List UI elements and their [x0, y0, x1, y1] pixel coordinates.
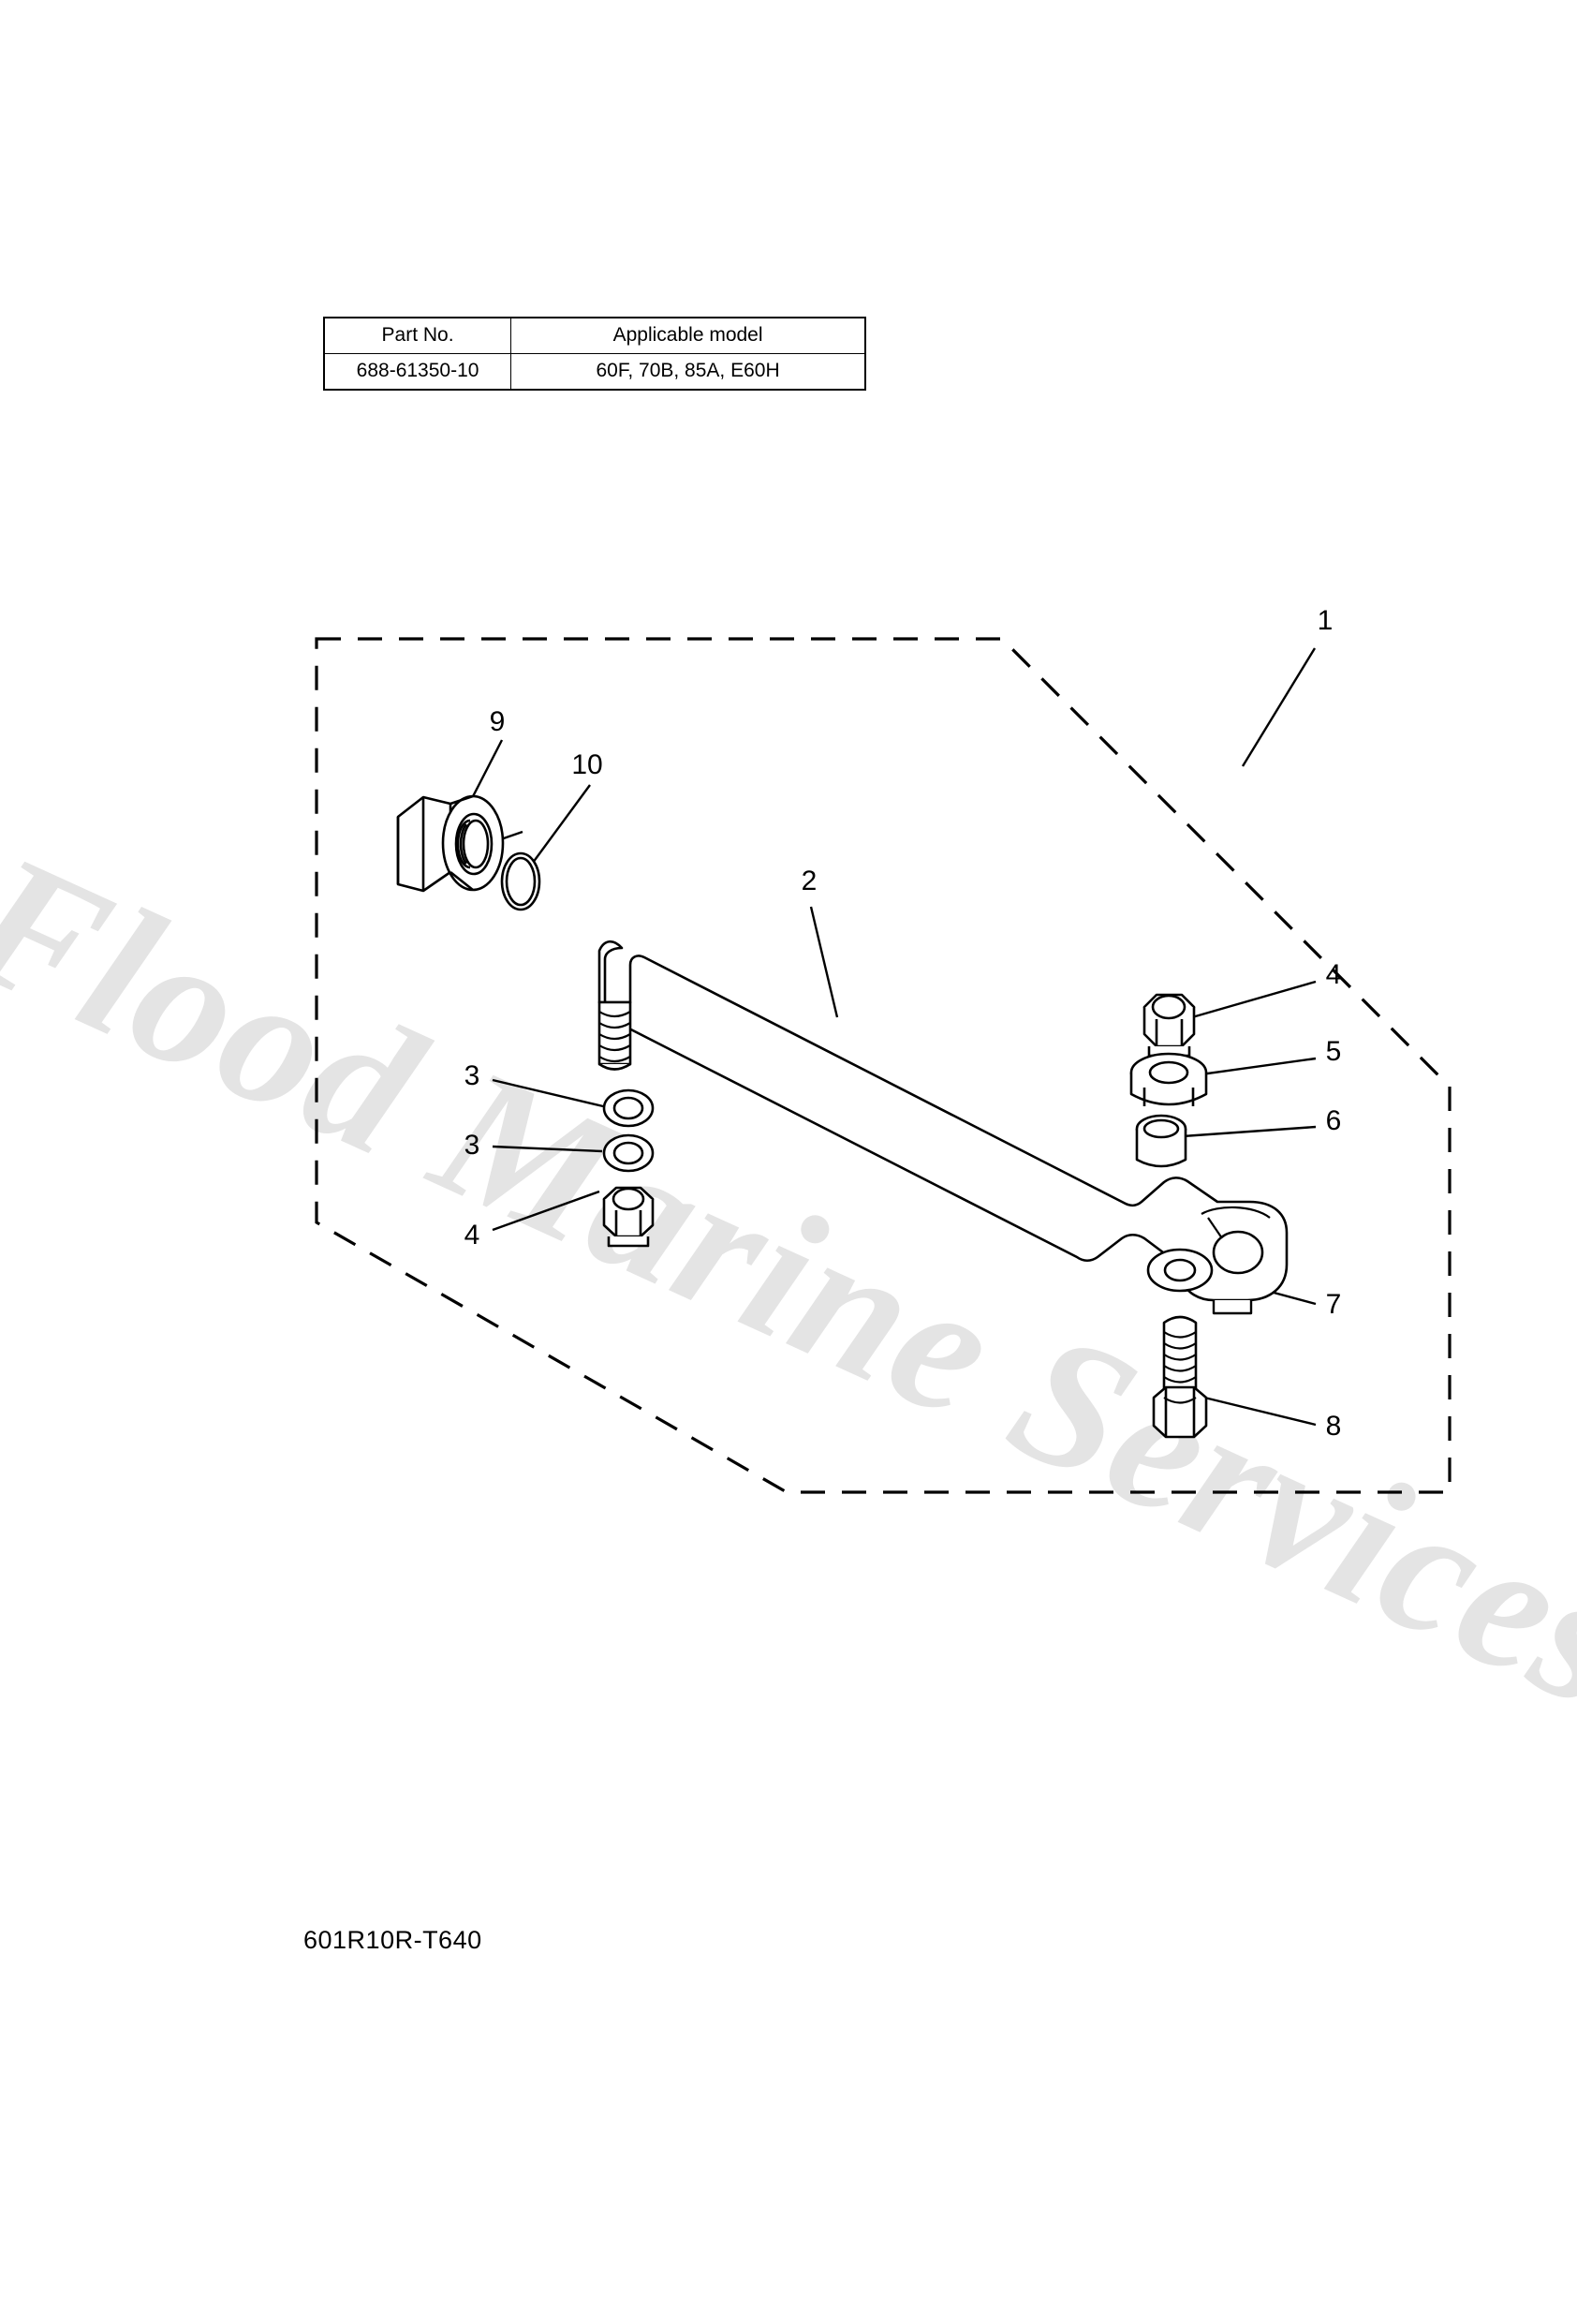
leader-line-3b — [492, 1145, 603, 1153]
callout-9: 9 — [490, 706, 506, 737]
part-8-hex-bolt — [1152, 1315, 1208, 1439]
callout-4a: 4 — [464, 1220, 480, 1251]
callout-2: 2 — [802, 866, 818, 896]
part-4-hex-nut-right — [1142, 993, 1196, 1058]
part-7-thin-washer — [1146, 1248, 1214, 1293]
column-header-applicable-model: Applicable model — [510, 317, 866, 355]
leader-line-8 — [1196, 1394, 1317, 1427]
leader-line-1 — [1241, 647, 1317, 767]
leader-line-4a — [492, 1190, 600, 1232]
part-4-hex-nut-left — [602, 1186, 655, 1248]
leader-line-4b — [1191, 980, 1317, 1019]
callout-7: 7 — [1326, 1289, 1342, 1320]
table-row: 688-61350-10 60F, 70B, 85A, E60H — [323, 353, 866, 391]
part-number-table: Part No. Applicable model 688-61350-10 6… — [323, 317, 866, 392]
leader-line-2 — [809, 906, 839, 1018]
callout-8: 8 — [1326, 1411, 1342, 1442]
part-6-collar-bushing — [1135, 1114, 1187, 1168]
part-2-steering-guide-rod — [597, 940, 1289, 1315]
part-3-washer-lower — [602, 1133, 655, 1173]
callout-3b: 3 — [464, 1130, 480, 1161]
callout-10: 10 — [571, 749, 602, 780]
callout-numbers: 1 2 3 3 4 4 5 6 7 8 9 10 — [464, 605, 1342, 1442]
leader-line-10 — [529, 784, 591, 867]
diagram-reference-code: 601R10R-T640 — [303, 1926, 482, 1954]
callout-3a: 3 — [464, 1060, 480, 1091]
callout-4b: 4 — [1326, 959, 1342, 990]
kit-boundary-dashed-outline — [315, 637, 1452, 1494]
part-10-o-ring — [500, 851, 541, 911]
cell-applicable-model: 60F, 70B, 85A, E60H — [510, 353, 866, 391]
callout-6: 6 — [1326, 1105, 1342, 1136]
part-9-hex-bushing-nut — [396, 794, 505, 893]
leader-line-5 — [1193, 1057, 1317, 1077]
leader-line-6 — [1182, 1125, 1317, 1138]
leader-line-3a — [492, 1078, 604, 1108]
part-5-flat-washer — [1129, 1052, 1208, 1106]
part-3-washer-upper — [602, 1088, 655, 1128]
callout-5: 5 — [1326, 1036, 1342, 1067]
table-header-row: Part No. Applicable model — [323, 317, 866, 355]
callout-1: 1 — [1318, 605, 1334, 636]
